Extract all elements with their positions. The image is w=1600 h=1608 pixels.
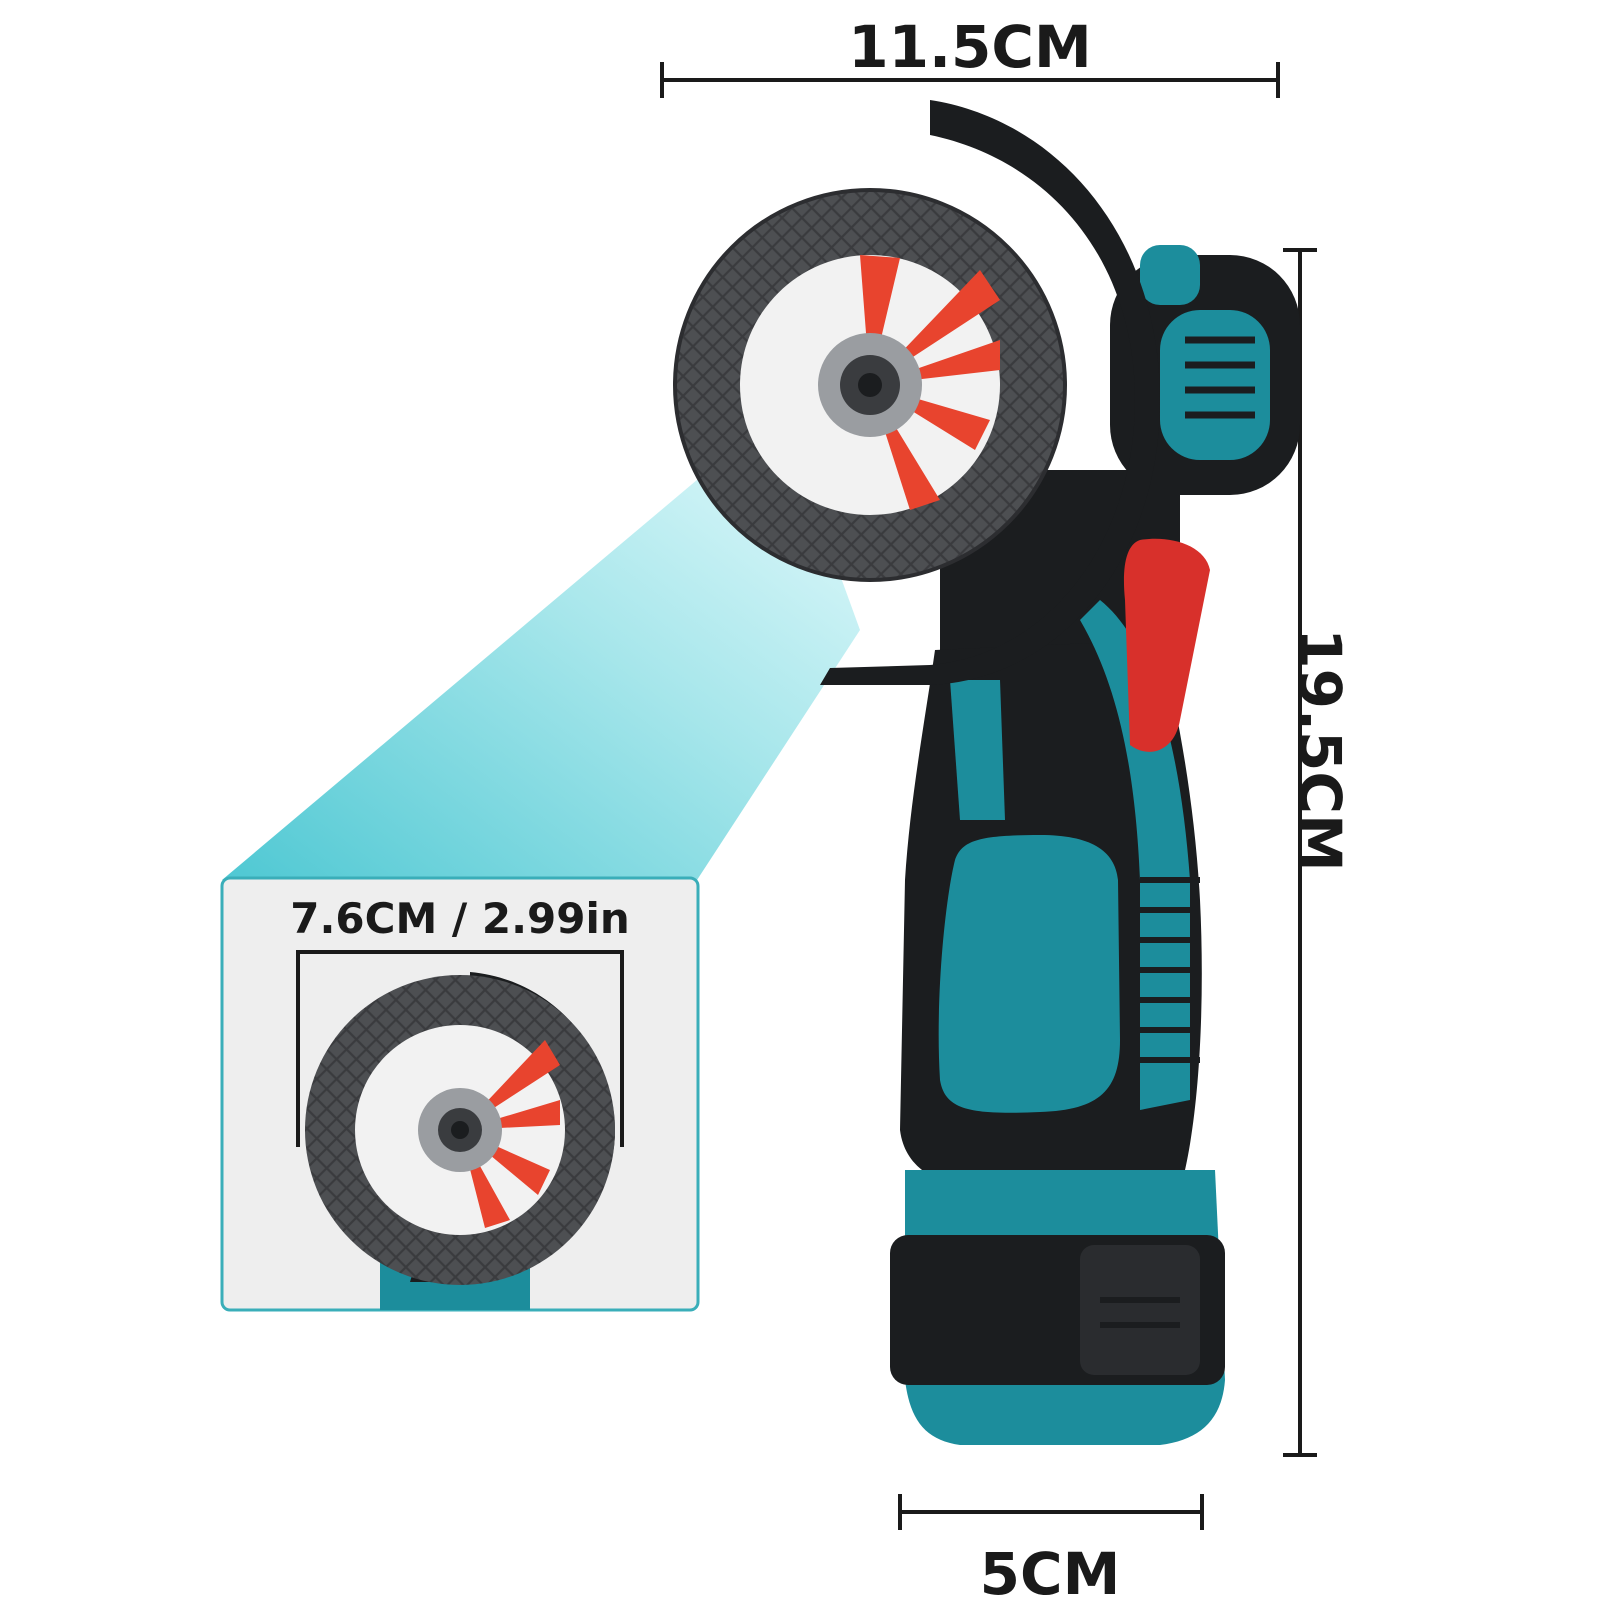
angle-grinder xyxy=(673,100,1300,1445)
dimension-line-height xyxy=(1283,248,1317,1457)
dimension-line-handle-width xyxy=(898,1494,1204,1530)
dimension-line-length xyxy=(660,62,1280,98)
handle-grip xyxy=(938,835,1120,1113)
motor-vent xyxy=(1160,310,1270,460)
disc-inset-panel xyxy=(220,876,700,1312)
handle-width-dimension-label: 5CM xyxy=(979,1540,1121,1608)
magnifier-beam xyxy=(222,410,860,880)
cutting-disc xyxy=(673,188,1067,582)
disc-diameter-dimension-label: 7.6CM / 2.99in xyxy=(290,894,630,943)
trigger-switch xyxy=(1123,538,1210,752)
height-dimension-label: 19.5CM xyxy=(1286,628,1354,872)
length-dimension-label: 11.5CM xyxy=(848,13,1092,81)
dimension-line-disc-diameter xyxy=(296,950,624,1147)
